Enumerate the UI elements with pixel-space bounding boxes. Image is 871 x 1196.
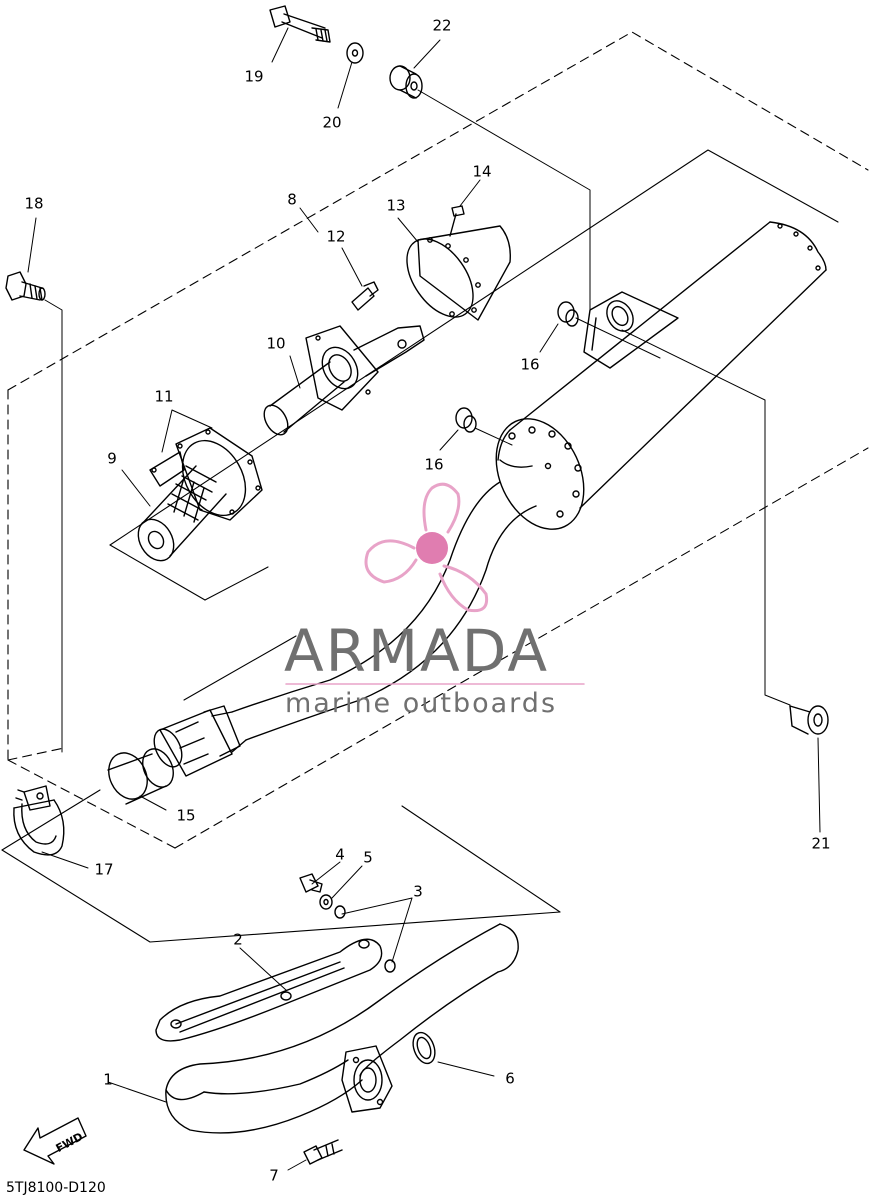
brand-tagline: marine outboards [285, 688, 558, 719]
callout-17: 17 [94, 860, 114, 879]
callout-13: 13 [386, 196, 406, 215]
callout-9: 9 [107, 449, 117, 468]
callout-19: 19 [244, 67, 264, 86]
callout-15: 15 [176, 806, 196, 825]
part-4-bolt [299, 873, 323, 893]
exhaust-flange [341, 1045, 393, 1113]
fwd-arrow-icon [23, 1117, 87, 1165]
callout-6: 6 [505, 1069, 515, 1088]
callout-8: 8 [287, 190, 297, 209]
callout-10: 10 [266, 334, 286, 353]
part-17-clamp [13, 785, 65, 856]
part-21-bolt [789, 705, 829, 735]
callout-16-upper: 16 [520, 355, 540, 374]
callout-leaders [27, 27, 821, 1171]
part-19-bolt [269, 5, 331, 43]
part-10-inner-pipe [263, 325, 425, 436]
callout-16-lower: 16 [424, 455, 444, 474]
pipe-slotted-end [153, 705, 241, 777]
assembly-outline-8 [7, 31, 869, 849]
leader-lines [44, 89, 791, 753]
part-9-spark-arrestor [137, 427, 263, 562]
muffler-bracket [583, 291, 679, 369]
part-2-heat-protector [155, 938, 383, 1042]
part-16-grommet-upper [557, 301, 579, 327]
callout-20: 20 [322, 113, 342, 132]
armada-logo-icon [364, 482, 489, 613]
callout-14: 14 [472, 162, 492, 181]
callout-1: 1 [103, 1070, 113, 1089]
brand-name: ARMADA [284, 617, 550, 685]
callout-7: 7 [269, 1166, 279, 1185]
callout-2: 2 [233, 930, 243, 949]
callout-3: 3 [413, 882, 423, 901]
callout-18: 18 [24, 194, 44, 213]
drawing-code: 5TJ8100-D120 [6, 1180, 106, 1196]
part-11-gasket [149, 451, 185, 487]
part-22-grommet [389, 65, 423, 99]
part-6-gasket [412, 1031, 436, 1065]
callout-21: 21 [811, 834, 831, 853]
part-13-cap [406, 225, 511, 321]
part-3-collar [334, 905, 396, 973]
part-5-washer [319, 894, 333, 910]
assembly-outline-muffler [1, 149, 839, 943]
callout-12: 12 [326, 227, 346, 246]
callout-22: 22 [432, 16, 452, 35]
callout-5: 5 [363, 848, 373, 867]
callout-11: 11 [154, 387, 174, 406]
part-15-sleeve [107, 748, 174, 805]
muffler-body [495, 221, 827, 530]
part-20-washer [346, 42, 364, 64]
part-18-bolt [5, 271, 46, 301]
part-7-bolt [303, 1139, 343, 1165]
part-12-bolt [351, 281, 379, 311]
part-14-screw [449, 205, 465, 237]
callout-4: 4 [335, 845, 345, 864]
part-16-grommet-lower [455, 407, 477, 433]
